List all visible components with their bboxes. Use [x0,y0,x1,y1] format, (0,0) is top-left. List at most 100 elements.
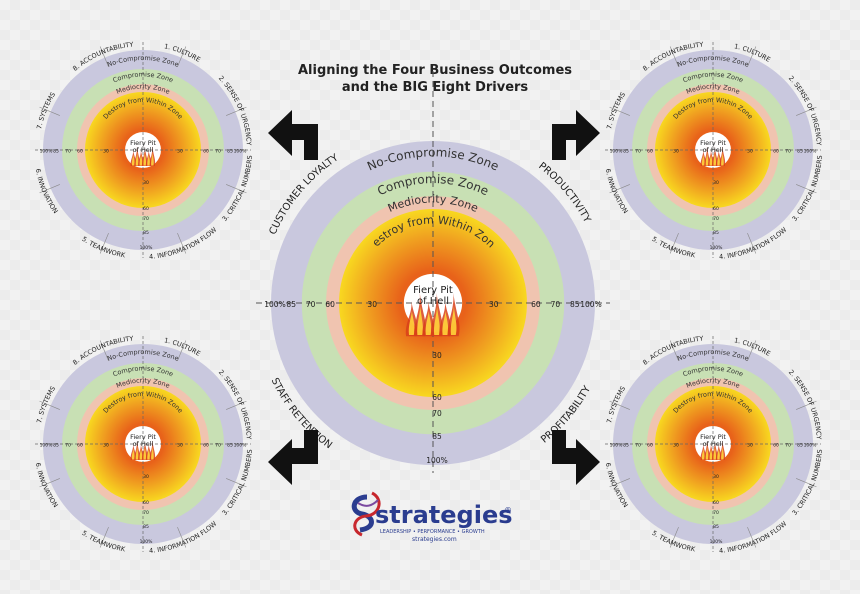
sector-divider [177,46,187,67]
scale-right-4: 100% [234,149,248,155]
pit-label-line-2: of Hell [417,296,449,307]
flame-core-shape [143,446,147,460]
sector-divider [796,184,817,194]
sector-divider [669,340,679,361]
pit-label-line-2: of Hell [703,146,724,154]
scale-down-4: 100% [140,539,154,545]
scale-right-2: 70 [785,149,791,155]
fire-icon [405,293,460,337]
flame-core-shape [442,311,449,335]
flame-core-shape [721,152,724,166]
flame-core-shape [717,154,720,166]
scale-left-0: 100% [40,443,54,449]
strategies-logo: strategies ® LEADERSHIP • PERFORMANCE • … [351,491,513,543]
scale-left-4: 30 [673,149,679,155]
flame-core-shape [701,448,705,460]
pit-label-line-1: Fiery Pit [130,139,156,147]
flame-core-shape [705,446,709,460]
sector-divider [177,527,187,548]
flame-core-shape [705,152,709,166]
scale-down-2: 70 [143,216,149,222]
scale-left-3: 60 [77,149,83,155]
fire-icon [130,440,156,461]
pit-label-line-2: of Hell [133,440,154,448]
flame-core-shape [135,446,139,460]
title-line-1: Aligning the Four Business Outcomes [297,63,573,78]
scale-left-4: 30 [103,443,109,449]
flame-core-shape [433,306,440,335]
scale-down-0: 30 [432,351,442,360]
scale-right-3: 85 [227,149,233,155]
scale-down-1: 60 [143,206,149,212]
scale-down-4: 100% [426,456,447,465]
scale-left-3: 60 [647,443,653,449]
sector-divider [226,184,247,194]
scale-down-2: 70 [713,216,719,222]
scale-down-1: 60 [713,500,719,506]
scale-left-1: 85 [53,443,59,449]
scale-left-3: 60 [77,443,83,449]
scale-left-1: 85 [623,443,629,449]
scale-left-4: 30 [367,300,377,309]
logo-swirl-icon [351,491,381,537]
fire-icon [700,440,726,461]
arrow-bottom-left-icon [268,430,318,485]
flame-core-shape [417,306,423,335]
scale-down-4: 100% [710,539,724,545]
sector-divider [226,400,247,410]
title-line-2: and the BIG Eight Drivers [341,80,529,95]
sector-divider [39,106,60,116]
page-title: Aligning the Four Business Outcomes and … [270,62,600,96]
sector-divider [609,400,630,410]
sector-divider [796,400,817,410]
sector-divider [796,106,817,116]
scale-left-4: 30 [673,443,679,449]
scale-left-3: 60 [647,149,653,155]
sector-divider [99,46,109,67]
sector-divider [747,527,757,548]
scale-down-4: 100% [710,245,724,251]
scale-right-0: 30 [747,443,753,449]
sector-divider [39,400,60,410]
flame-core-shape [709,448,713,460]
scale-left-0: 100% [264,300,285,309]
scale-right-2: 70 [785,443,791,449]
scale-right-3: 85 [797,443,803,449]
flame-core-shape [713,152,717,166]
scale-right-4: 100% [804,149,818,155]
scale-right-4: 100% [580,300,601,309]
scale-down-4: 100% [140,245,154,251]
sector-divider [669,233,679,254]
scale-left-2: 70 [65,443,71,449]
scale-right-0: 30 [177,149,183,155]
scale-down-2: 70 [432,409,442,418]
flame-core-shape [450,306,457,335]
flame-core-shape [151,446,154,460]
flame-core-shape [713,446,717,460]
sector-divider [99,340,109,361]
flame-core-shape [131,448,135,460]
scale-left-0: 100% [610,149,624,155]
sector-divider [99,233,109,254]
scale-right-2: 70 [215,443,221,449]
scale-down-1: 60 [713,206,719,212]
scale-left-2: 70 [65,149,71,155]
scale-left-1: 85 [286,300,296,309]
sector-divider [609,106,630,116]
arrow-top-right-icon [552,110,600,160]
flame-core-shape [425,311,432,335]
sector-divider [669,527,679,548]
flame-core-shape [147,448,150,460]
logo-trademark: ® [504,506,512,515]
scale-left-0: 100% [610,443,624,449]
pit-label-line-1: Fiery Pit [700,139,726,147]
arrow-bottom-right-icon [552,430,600,485]
scale-left-2: 70 [635,149,641,155]
flame-core-shape [717,448,720,460]
scale-down-0: 30 [713,474,719,480]
pit-label-line-1: Fiery Pit [130,433,156,441]
scale-left-0: 100% [40,149,54,155]
scale-right-3: 85 [797,149,803,155]
